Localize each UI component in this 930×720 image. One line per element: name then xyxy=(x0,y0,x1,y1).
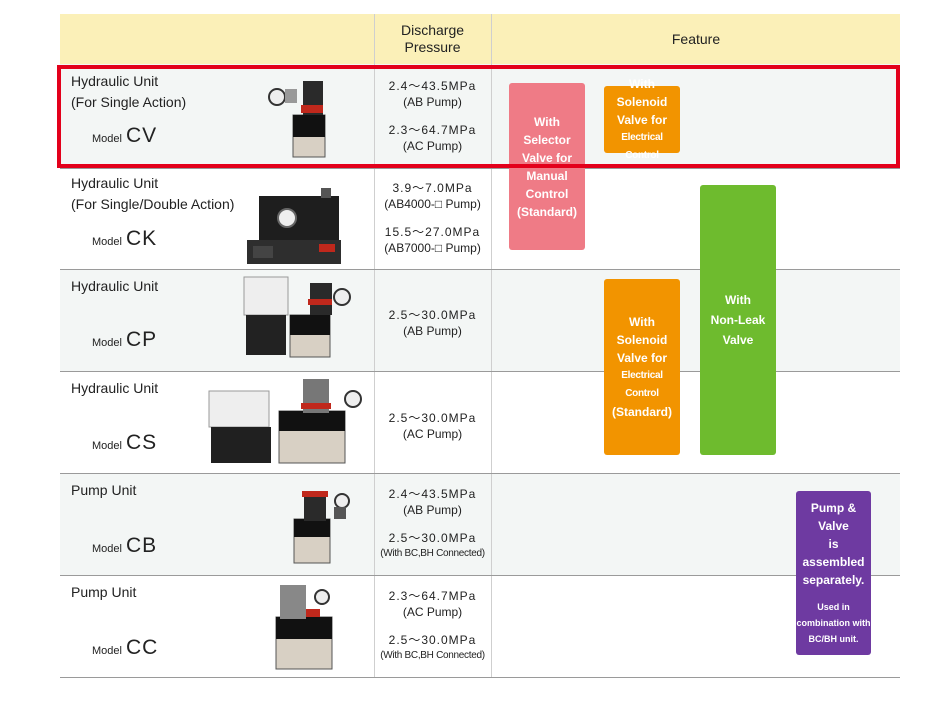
highlight-frame xyxy=(57,65,900,168)
model-code: CP xyxy=(125,328,158,351)
row-divider xyxy=(60,575,900,576)
table-row xyxy=(60,64,900,168)
pressure-cell: 2.4～43.5MPa(AB Pump) 2.3～64.7MPa(AC Pump… xyxy=(388,79,477,153)
product-name: Pump Unit xyxy=(71,584,137,600)
row-divider xyxy=(60,371,900,372)
product-image-cp xyxy=(243,276,351,358)
product-name: Hydraulic Unit(For Single/Double Action) xyxy=(71,175,235,212)
model-code: CB xyxy=(125,534,158,557)
product-name: Hydraulic Unit xyxy=(71,380,159,396)
pressure-cell: 2.4～43.5MPa(AB Pump) 2.5～30.0MPa(With BC… xyxy=(380,487,485,559)
product-image-cc xyxy=(275,585,333,670)
row-divider xyxy=(60,677,900,678)
pressure-cell: 2.5～30.0MPa(AB Pump) xyxy=(388,308,477,338)
table-header xyxy=(60,14,900,64)
feature-assembled-separately: Pump & Valve is assembled separately. Us… xyxy=(796,491,871,655)
table-row xyxy=(60,473,900,575)
product-image-cv xyxy=(268,81,326,158)
pressure-cell: 3.9～7.0MPa(AB4000-□ Pump) 15.5～27.0MPa(A… xyxy=(384,181,481,255)
product-name: Pump Unit xyxy=(71,482,137,498)
column-divider xyxy=(374,14,375,678)
pressure-cell: 2.3～64.7MPa(AC Pump) 2.5～30.0MPa(With BC… xyxy=(380,589,485,661)
model-code: CV xyxy=(125,124,158,147)
model-code: CK xyxy=(125,227,158,250)
pressure-cell: 2.5～30.0MPa(AC Pump) xyxy=(388,411,477,441)
header-pressure: Discharge Pressure xyxy=(400,22,465,55)
row-divider xyxy=(60,269,900,270)
model-code: CS xyxy=(125,431,158,454)
row-divider xyxy=(60,473,900,474)
feature-non-leak-valve: With Non-Leak Valve xyxy=(700,185,776,455)
feature-solenoid-valve-standard: With Solenoid Valve for Electrical Contr… xyxy=(604,279,680,455)
model-code: CC xyxy=(125,636,159,659)
product-image-cb xyxy=(293,491,350,564)
header-feature: Feature xyxy=(671,30,721,47)
product-image-cs xyxy=(208,379,362,464)
product-image-ck xyxy=(247,188,341,264)
column-divider xyxy=(491,14,492,678)
product-name: Hydraulic Unit xyxy=(71,278,159,294)
product-name: Hydraulic Unit(For Single Action) xyxy=(71,73,187,110)
feature-solenoid-valve-cv: With Solenoid Valve for Electrical Contr… xyxy=(604,77,680,161)
row-divider xyxy=(60,168,900,169)
